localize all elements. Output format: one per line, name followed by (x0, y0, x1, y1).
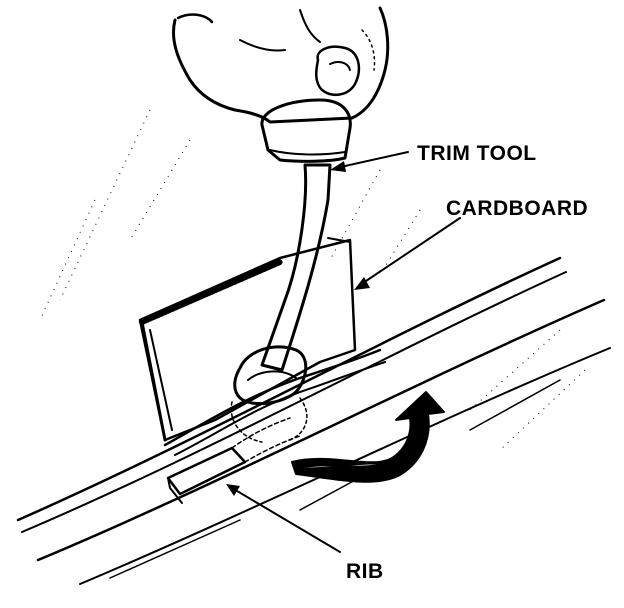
leader-cardboard (359, 217, 461, 286)
hand (171, 6, 390, 124)
arrowhead-cardboard (354, 277, 370, 290)
label-cardboard: CARDBOARD (446, 197, 588, 220)
label-rib: RIB (346, 560, 384, 583)
leader-trim-tool (335, 151, 409, 169)
molding-strip (16, 256, 611, 585)
label-trim-tool: TRIM TOOL (417, 142, 537, 165)
background-hatching (39, 109, 586, 451)
cardboard-sheet (138, 237, 357, 442)
arrowhead-rib (226, 484, 240, 496)
molding-lip (163, 348, 386, 456)
trim-tool (230, 98, 352, 443)
callout-leaders (226, 151, 461, 553)
leader-rib (231, 487, 341, 553)
arrowhead-trim-tool (330, 161, 346, 172)
curved-arrow-icon (291, 391, 445, 483)
